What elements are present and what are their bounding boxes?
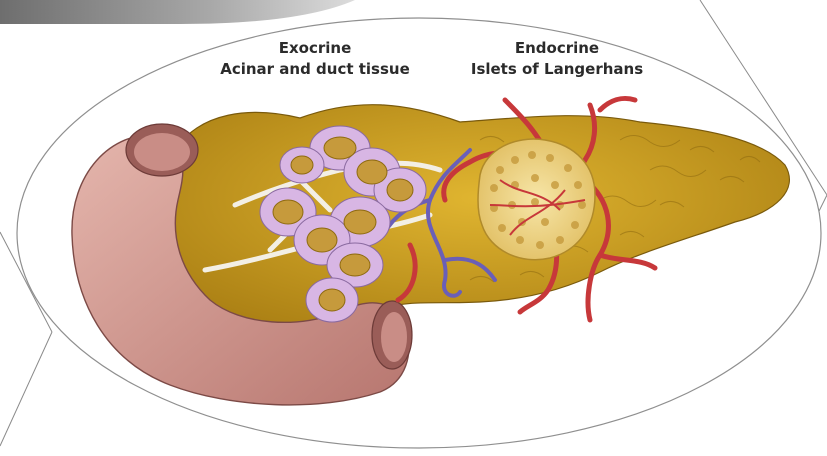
exocrine-title: Exocrine: [195, 38, 435, 59]
endocrine-label: Endocrine Islets of Langerhans: [442, 38, 672, 80]
exocrine-label: Exocrine Acinar and duct tissue: [195, 38, 435, 80]
endocrine-subtitle: Islets of Langerhans: [442, 59, 672, 80]
islet-of-langerhans: [478, 139, 595, 260]
endocrine-title: Endocrine: [442, 38, 672, 59]
top-banner: [0, 0, 355, 24]
exocrine-subtitle: Acinar and duct tissue: [195, 59, 435, 80]
